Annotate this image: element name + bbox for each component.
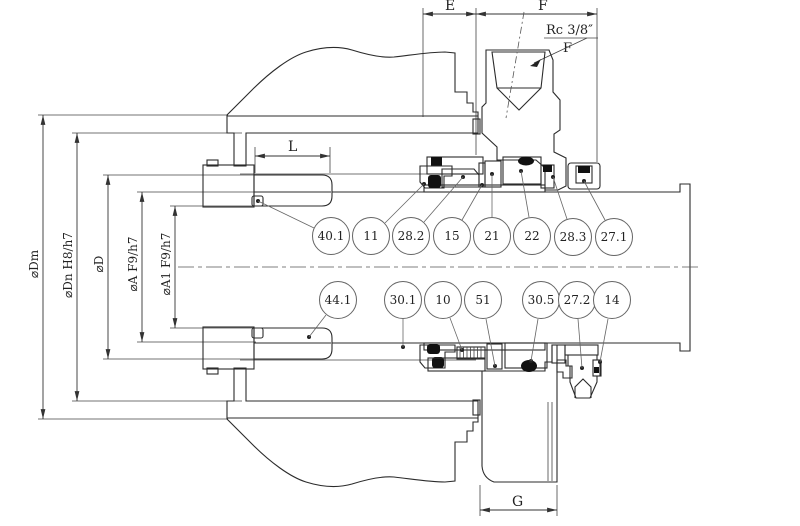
dim-label-dia-dn: ⌀Dn H8/h7: [61, 232, 75, 298]
clamp-assembly-bottom: [551, 344, 602, 399]
gland-top: [481, 11, 567, 191]
svg-text:28.2: 28.2: [398, 229, 425, 243]
callout-51: 51: [464, 281, 502, 319]
callout-30-5: 30.5: [522, 281, 560, 319]
dimension-lines: [40, 11, 597, 513]
callout-22: 22: [513, 217, 551, 255]
callout-11: 11: [352, 217, 390, 255]
callout-10: 10: [424, 281, 462, 319]
seal-parts-top: [419, 156, 555, 193]
dim-label-dia-dm: ⌀Dm: [27, 249, 41, 278]
dim-label-f: F: [538, 0, 548, 14]
retainer-bottom: [419, 344, 456, 369]
orange-bracket-left: [556, 359, 573, 379]
dim-label-l: L: [288, 139, 297, 155]
svg-text:30.5: 30.5: [528, 293, 555, 307]
seat-ring-bottom: [486, 343, 503, 370]
dim-label-g: G: [512, 494, 523, 510]
gland-gasket-top: [472, 118, 481, 135]
callout-44-1: 44.1: [319, 281, 357, 319]
callouts-top-row: 40.1 11 28.2 15 21 22 28.3 27.1: [312, 217, 633, 256]
callout-27-1: 27.1: [595, 218, 633, 256]
coil-spring: [456, 346, 486, 360]
svg-text:27.1: 27.1: [601, 230, 628, 244]
port-f-label: F: [563, 41, 572, 56]
port-centerline: [505, 11, 525, 119]
extension-lines: [38, 8, 598, 516]
pump-housing-bottom: [226, 367, 481, 487]
dim-label-e: E: [445, 0, 455, 14]
pump-housing-top: [226, 47, 481, 167]
dim-label-dia-a1: ⌀A1 F9/h7: [159, 233, 173, 296]
callout-14: 14: [593, 281, 631, 319]
orange-bracket-right: [592, 359, 602, 377]
svg-text:11: 11: [363, 229, 378, 243]
callout-30-1: 30.1: [384, 281, 422, 319]
set-screw-bottom: [251, 327, 264, 339]
svg-text:14: 14: [604, 293, 620, 307]
port-leader-arrow: [530, 59, 541, 67]
callout-28-3: 28.3: [554, 218, 592, 256]
set-collar-top: [567, 162, 601, 190]
seat-holder-bottom: [427, 357, 486, 372]
seal-parts-bottom: [419, 342, 548, 372]
shaft: [332, 183, 691, 352]
svg-text:30.1: 30.1: [390, 293, 417, 307]
dim-label-dia-a: ⌀A F9/h7: [126, 236, 140, 291]
callout-28-2: 28.2: [392, 217, 430, 255]
flush-port-funnel: [491, 51, 546, 111]
seal-face-top: [441, 168, 480, 188]
svg-text:51: 51: [475, 293, 490, 307]
callouts-bottom-row: 44.1 30.1 10 51 30.5 27.2 14: [319, 281, 631, 319]
svg-text:27.2: 27.2: [564, 293, 591, 307]
callout-40-1: 40.1: [312, 217, 350, 255]
svg-text:15: 15: [444, 229, 459, 243]
callout-27-2: 27.2: [558, 281, 596, 319]
callout-21: 21: [473, 217, 511, 255]
retainer-top: [419, 165, 453, 189]
svg-text:10: 10: [435, 293, 450, 307]
svg-text:21: 21: [484, 229, 499, 243]
gland-gasket-bottom: [472, 399, 481, 416]
dim-label-dia-d: ⌀D: [92, 256, 106, 273]
shaft-sleeve: [251, 174, 333, 360]
port-thread-label: Rc 3/8″: [546, 23, 593, 38]
svg-text:44.1: 44.1: [325, 293, 352, 307]
svg-text:28.3: 28.3: [560, 230, 587, 244]
port-thread-callout: Rc 3/8″ F: [530, 23, 598, 67]
callout-15: 15: [433, 217, 471, 255]
seat-ring-top: [484, 160, 502, 188]
leader-lines: [256, 169, 609, 370]
svg-text:22: 22: [524, 229, 539, 243]
set-screw-top: [251, 195, 264, 207]
svg-text:40.1: 40.1: [318, 229, 345, 243]
